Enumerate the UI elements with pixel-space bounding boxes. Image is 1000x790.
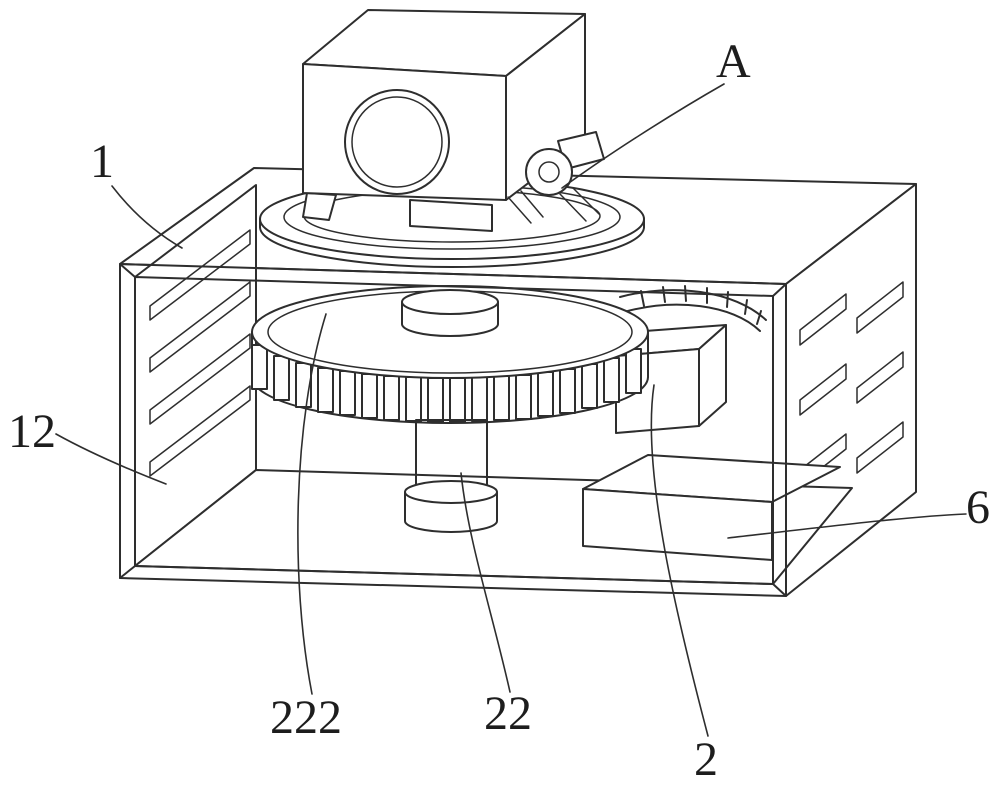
- leader-22: [460, 472, 511, 693]
- leader-A: [561, 83, 725, 189]
- housing-front-frame: [119, 263, 787, 597]
- camera-lens-outer: [344, 89, 450, 195]
- right-vents: [799, 281, 904, 486]
- ref-label-1: 1: [90, 135, 114, 188]
- vent-slot: [856, 421, 904, 474]
- vent-slot: [856, 351, 904, 404]
- gear-shaft: [404, 419, 498, 533]
- gear-hub: [401, 289, 499, 337]
- camera-pedestal: [409, 199, 493, 232]
- vent-slot: [799, 363, 847, 416]
- gear-teeth: [251, 344, 642, 423]
- leader-12: [55, 433, 167, 485]
- ref-label-6: 6: [966, 481, 990, 534]
- curved-guide: [619, 285, 767, 332]
- pivot-bracket: [525, 131, 605, 222]
- vent-slot: [799, 293, 847, 346]
- leader-1: [111, 185, 183, 249]
- ref-label-22: 22: [484, 687, 532, 740]
- vent-slot: [149, 229, 251, 321]
- leader-lines: [55, 83, 967, 737]
- vent-slot: [149, 281, 251, 373]
- leader-222: [297, 313, 327, 695]
- left-vents: [149, 229, 251, 477]
- base-platform: [582, 454, 841, 561]
- leader-6: [727, 513, 967, 539]
- ref-label-12: 12: [8, 405, 56, 458]
- ref-label-A: A: [716, 35, 751, 88]
- vent-slot: [149, 333, 251, 425]
- vent-slot: [149, 385, 251, 477]
- camera-unit: [302, 9, 586, 232]
- vent-slot: [856, 281, 904, 334]
- camera-left-foot: [302, 192, 337, 221]
- gear-assembly: [251, 285, 649, 424]
- ref-label-2: 2: [694, 733, 718, 786]
- leader-2: [650, 384, 709, 737]
- camera-lens-inner: [351, 96, 443, 188]
- ref-label-222: 222: [270, 691, 342, 744]
